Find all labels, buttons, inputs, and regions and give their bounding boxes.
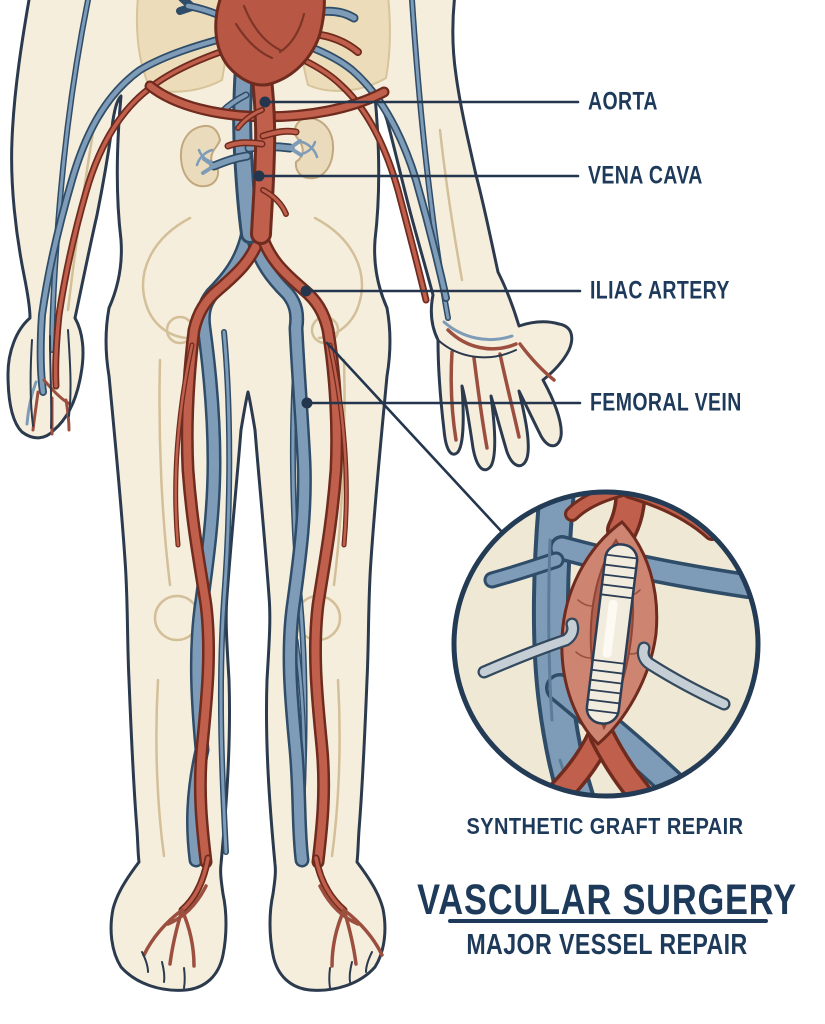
label-vena-cava: VENA CAVA (588, 161, 703, 190)
label-dot-iliac-artery (300, 285, 312, 297)
title-underline (448, 919, 768, 923)
synthetic-graft (585, 543, 639, 725)
label-iliac-artery: ILIAC ARTERY (590, 276, 730, 305)
heart (176, 0, 362, 87)
arm-vessels (25, 0, 556, 450)
body-figure (6, 0, 574, 992)
label-dot-aorta (259, 96, 271, 108)
leader-line-inset (325, 341, 504, 534)
label-femoral-vein: FEMORAL VEIN (590, 388, 742, 417)
left-kidney (179, 124, 222, 188)
inset-caption: SYNTHETIC GRAFT REPAIR (466, 813, 744, 839)
inset-circle-border (451, 489, 761, 799)
inset-graft-detail (451, 489, 761, 799)
label-aorta: AORTA (588, 87, 658, 116)
label-dot-femoral-vein (301, 397, 313, 409)
hand-foot-lines (29, 329, 517, 989)
label-dot-vena-cava (253, 170, 265, 182)
vena-cava-vessel (201, 40, 303, 234)
poster-subtitle: MAJOR VESSEL REPAIR (466, 929, 748, 961)
poster-title: VASCULAR SURGERY (417, 876, 797, 924)
leader-lines (253, 96, 582, 534)
leg-vessels (142, 232, 384, 968)
